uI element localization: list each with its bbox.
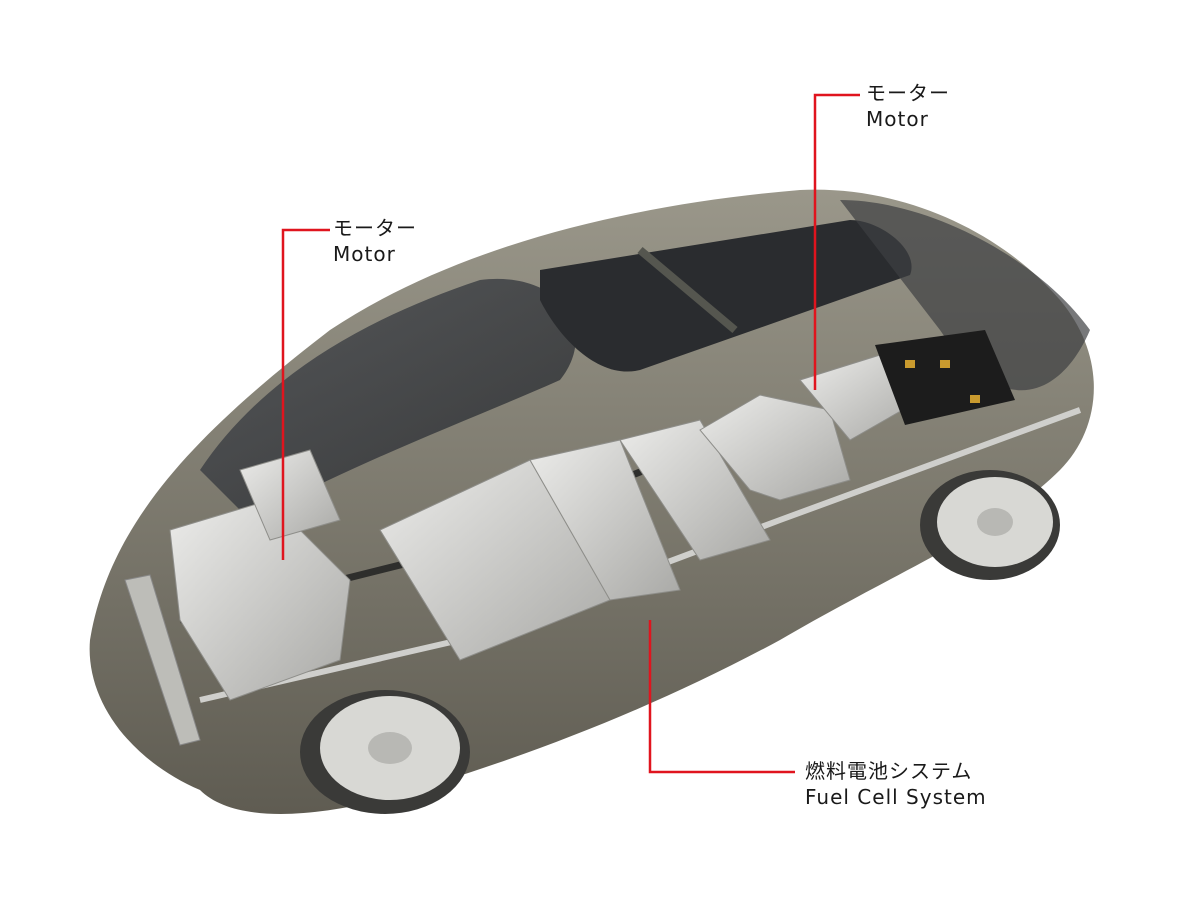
front-motor-leader-line [281,228,330,560]
fuel-cell-leader-line [648,620,795,774]
front-motor-label-ja: モーター [333,216,417,240]
front-motor-label: モーター Motor [333,215,417,267]
rear-glass [840,200,1090,391]
rear-motor-leader-line [813,93,860,390]
front-wheel [300,690,470,814]
fuel-cell-panel-3 [619,419,771,561]
rear-wheel [920,470,1060,580]
front-power-unit [239,449,341,541]
rear-motor-label-en: Motor [866,107,929,131]
fuel-cell-label-en: Fuel Cell System [805,785,987,809]
rear-motor-label-ja: モーター [866,81,950,105]
rear-motor-label: モーター Motor [866,80,950,132]
fuel-cell-label: 燃料電池システム Fuel Cell System [805,758,987,810]
fuel-cell-label-ja: 燃料電池システム [805,759,973,783]
front-motor-label-en: Motor [333,242,396,266]
radiator [124,574,201,746]
fuel-cell-panel-2 [529,439,681,601]
sunroof [540,220,912,372]
hydrogen-tank [699,394,851,501]
